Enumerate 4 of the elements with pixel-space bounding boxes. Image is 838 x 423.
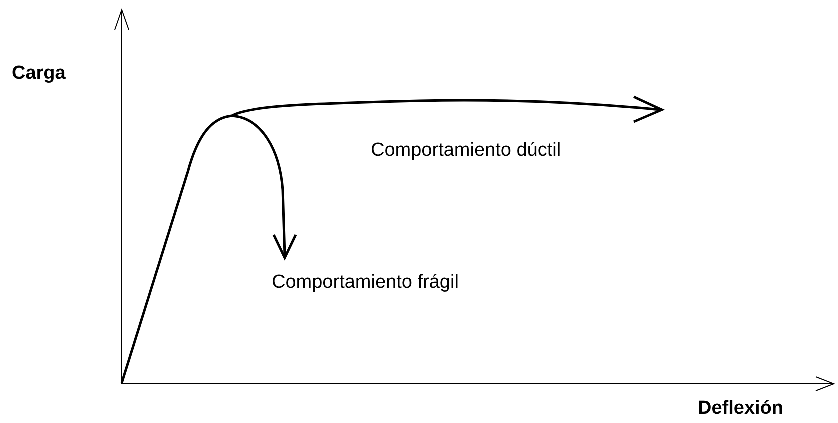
curve-label: Comportamiento frágil — [272, 272, 459, 294]
axis-label: Deflexión — [698, 398, 784, 420]
axis-label: Carga — [12, 63, 66, 85]
curve-label: Comportamiento dúctil — [371, 140, 562, 162]
